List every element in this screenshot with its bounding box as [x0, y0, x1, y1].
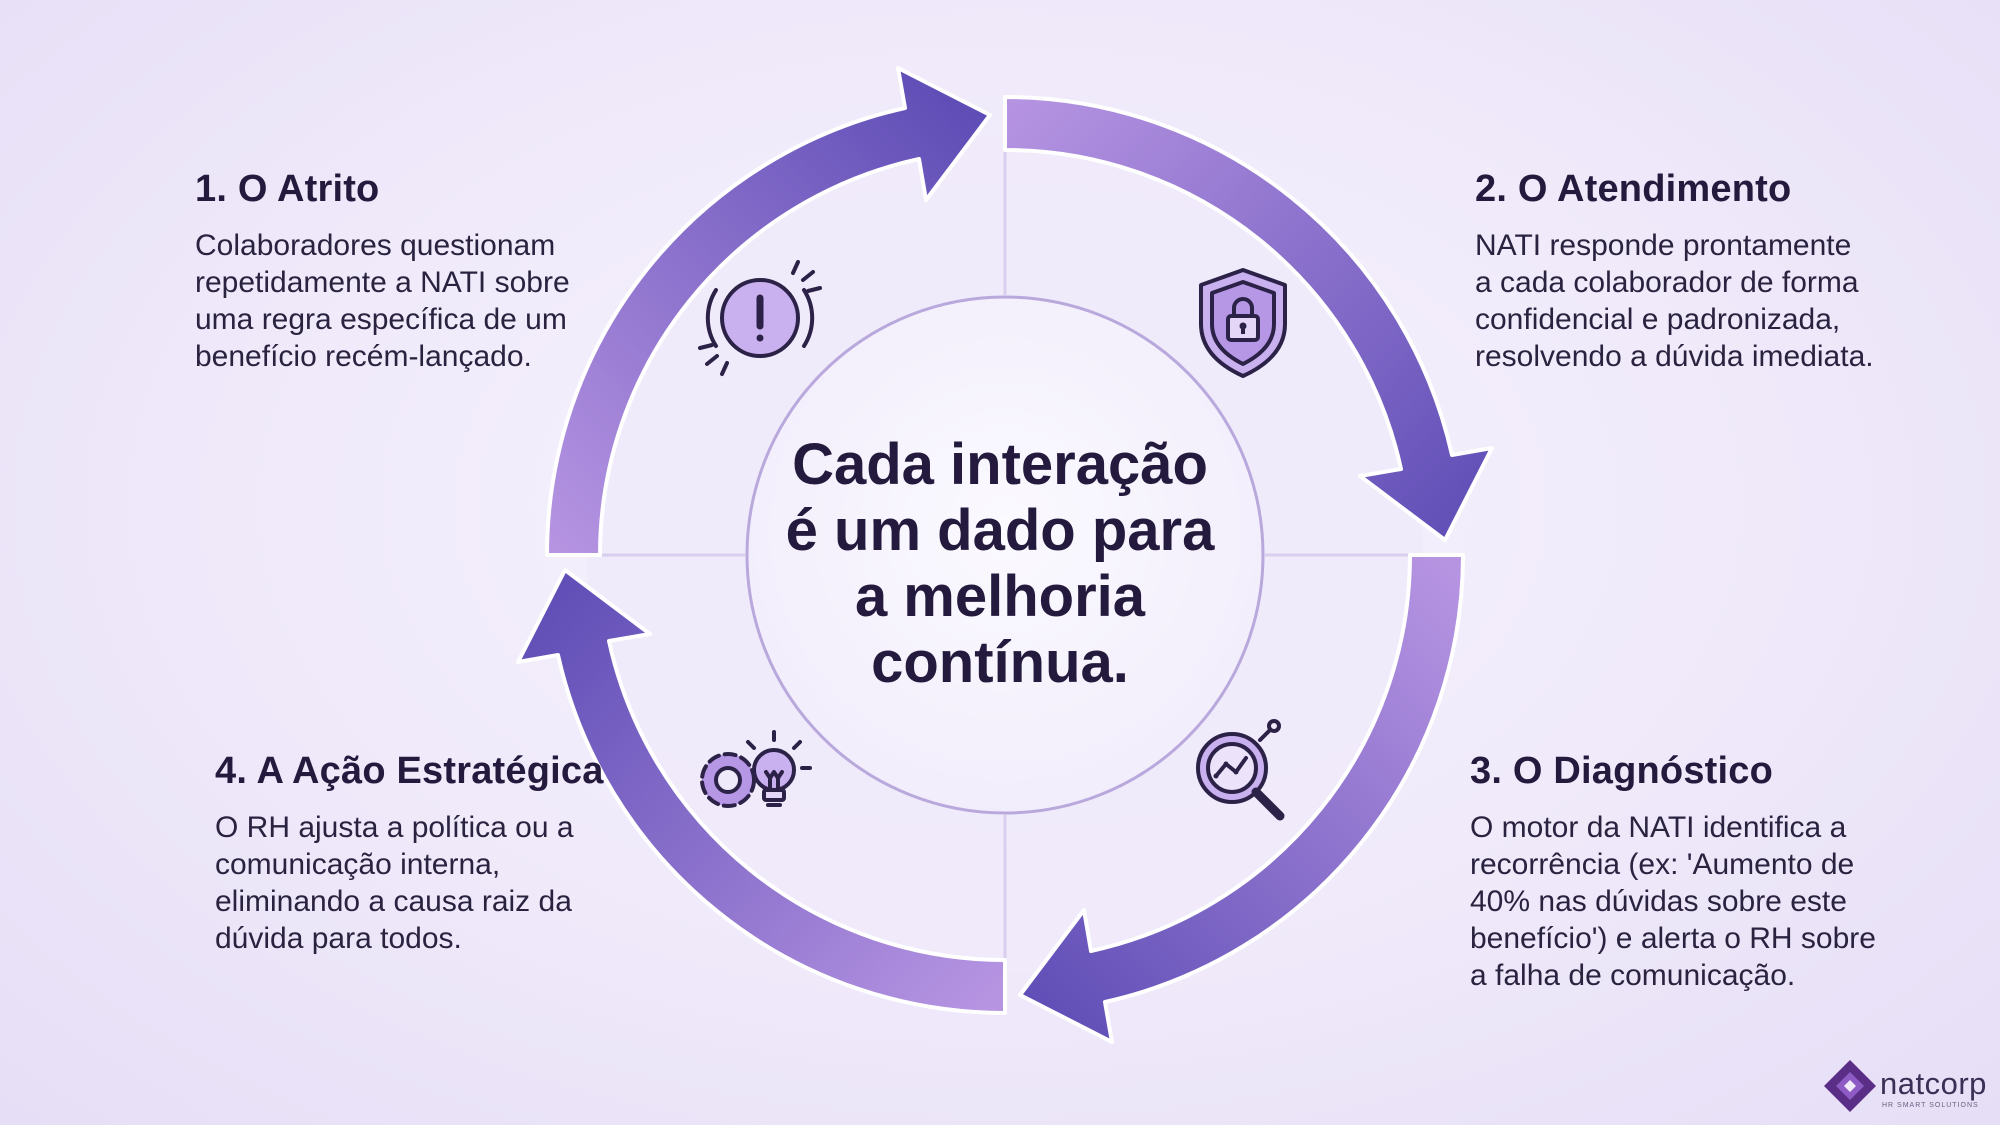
cycle-arrow-2	[1003, 95, 1494, 542]
step-title: 2. O Atendimento	[1475, 168, 1792, 210]
step-line: uma regra específica de um	[195, 303, 567, 336]
magnifier-chart-icon	[1196, 719, 1285, 821]
center-circle	[745, 295, 1265, 815]
cycle-arrow-3	[1018, 553, 1465, 1044]
brand-tagline: HR SMART SOLUTIONS	[1882, 1102, 1979, 1109]
step-line: 40% nas dúvidas sobre este	[1470, 885, 1847, 918]
step-line: eliminando a causa raiz da	[215, 885, 572, 918]
step-title: 1. O Atrito	[195, 168, 380, 210]
step-line: a cada colaborador de forma	[1475, 266, 1859, 299]
step-description: Colaboradores questionam repetidamente a…	[195, 227, 570, 375]
brand-name: natcorp	[1880, 1066, 1987, 1101]
step-atrito: 1. O Atrito Colaboradores questionam rep…	[195, 168, 570, 375]
step-line: recorrência (ex: 'Aumento de	[1470, 848, 1855, 881]
step-line: resolvendo a dúvida imediata.	[1475, 340, 1874, 373]
step-line: comunicação interna,	[215, 848, 501, 881]
step-title: 3. O Diagnóstico	[1470, 750, 1774, 792]
center-line-1: Cada interação	[792, 432, 1208, 497]
step-line: O RH ajusta a política ou a	[215, 811, 574, 844]
step-line: repetidamente a NATI sobre	[195, 266, 570, 299]
step-acao-estrategica: 4. A Ação Estratégica O RH ajusta a polí…	[215, 750, 604, 957]
step-line: O motor da NATI identifica a	[1470, 811, 1847, 844]
step-line: confidencial e padronizada,	[1475, 303, 1841, 336]
step-description: O motor da NATI identifica a recorrência…	[1470, 809, 1876, 994]
step-line: benefício') e alerta o RH sobre	[1470, 922, 1876, 955]
step-line: Colaboradores questionam	[195, 229, 556, 262]
step-diagnostico: 3. O Diagnóstico O motor da NATI identif…	[1470, 750, 1876, 994]
center-line-2: é um dado para	[785, 498, 1215, 563]
alert-icon	[698, 260, 822, 376]
step-line: a falha de comunicação.	[1470, 959, 1796, 992]
step-line: NATI responde prontamente	[1475, 229, 1852, 262]
gear-lightbulb-icon	[700, 730, 812, 808]
step-line: benefício recém-lançado.	[195, 340, 532, 373]
natcorp-logo-icon	[1824, 1060, 1876, 1112]
step-description: NATI responde prontamente a cada colabor…	[1475, 227, 1874, 375]
cycle-arrow-4	[516, 568, 1007, 1015]
center-line-3: a melhoria	[854, 564, 1146, 629]
cycle-arrow-1	[545, 66, 992, 557]
step-atendimento: 2. O Atendimento NATI responde prontamen…	[1475, 168, 1874, 375]
step-title: 4. A Ação Estratégica	[215, 750, 604, 792]
brand-logo: natcorp HR SMART SOLUTIONS	[1822, 1058, 1992, 1116]
center-line-4: contínua.	[871, 630, 1129, 695]
shield-lock-icon	[1199, 268, 1287, 378]
step-description: O RH ajusta a política ou a comunicação …	[215, 809, 604, 957]
center-message: Cada interação é um dado para a melhoria…	[750, 432, 1250, 696]
step-line: dúvida para todos.	[215, 922, 462, 955]
